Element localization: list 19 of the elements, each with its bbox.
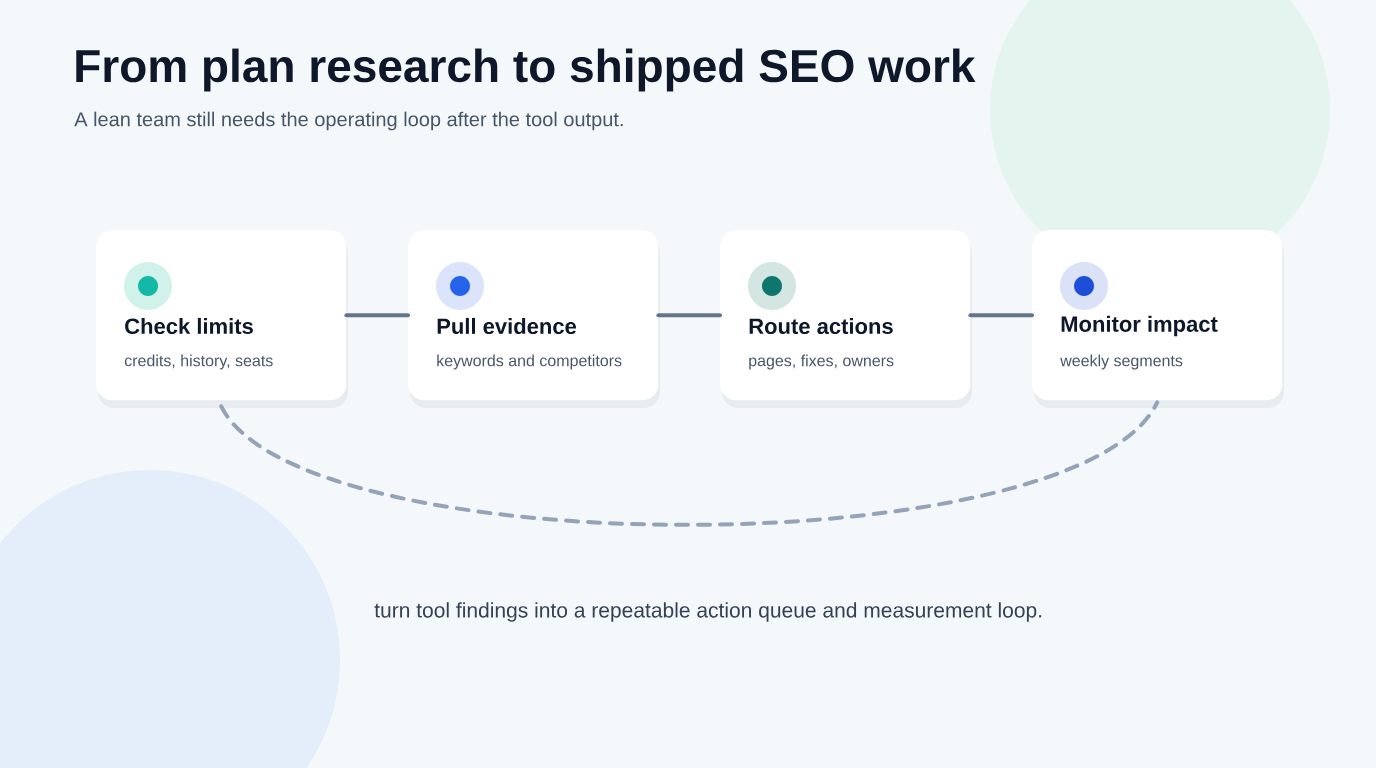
- card-text: pages, fixes, owners: [749, 354, 894, 370]
- card-text: weekly segments: [1060, 354, 1183, 370]
- step-card: [408, 230, 660, 408]
- card-title: Route actions: [749, 317, 893, 335]
- connector-line: [344, 313, 410, 318]
- step-card: [720, 230, 972, 408]
- connector-line: [968, 313, 1034, 318]
- card-title: Check limits: [125, 317, 253, 335]
- step-card: [1032, 230, 1284, 408]
- connector-line: [656, 313, 722, 318]
- subtitle: A lean team still needs the operating loop after the tool output.: [74, 111, 623, 131]
- step-card: [96, 230, 348, 408]
- card-title: Pull evidence: [437, 317, 577, 335]
- card-text: credits, history, seats: [124, 354, 273, 370]
- card-title: Monitor impact: [1061, 315, 1218, 337]
- card-text: keywords and competitors: [437, 354, 622, 370]
- title: From plan research to shipped SEO work: [76, 48, 976, 92]
- note-text: turn tool findings into a repeatable action queue and measurement loop.: [374, 602, 1042, 622]
- dashed-loop-line: [219, 400, 1160, 527]
